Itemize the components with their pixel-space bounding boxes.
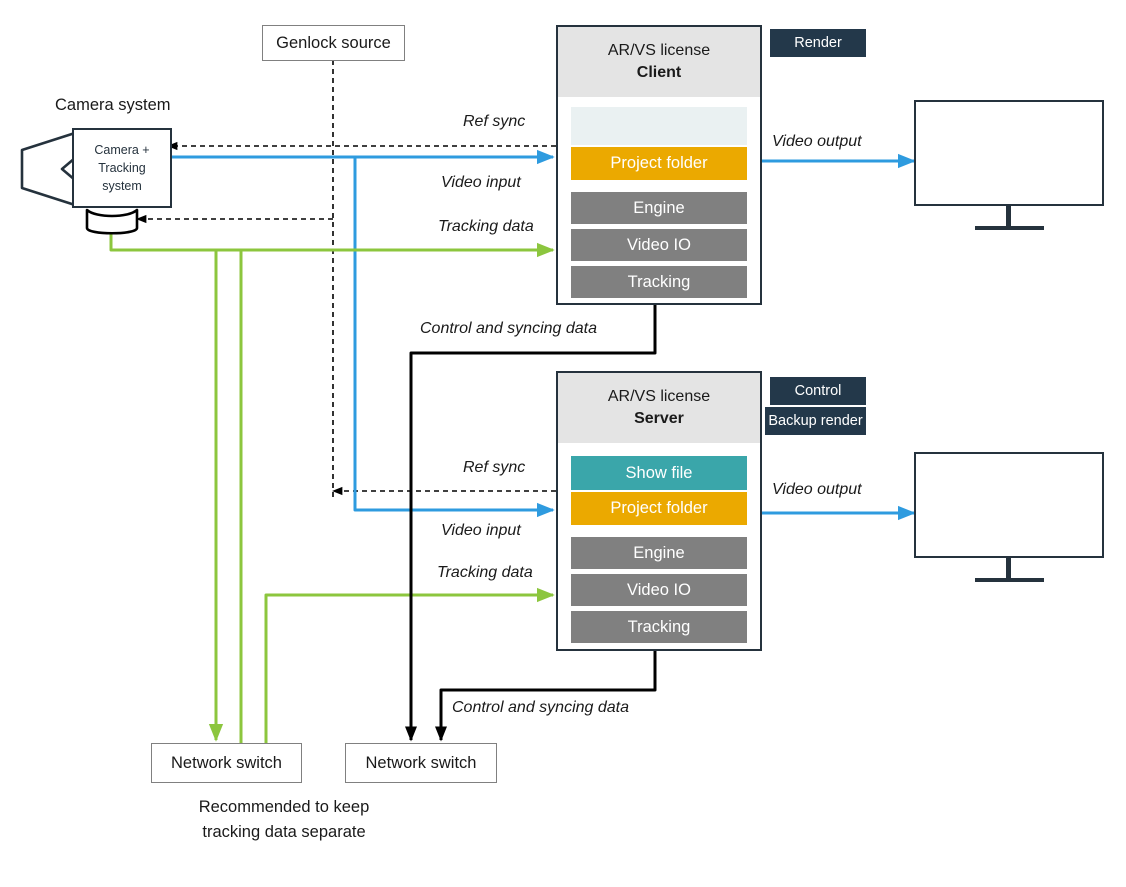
label-ref-sync-client: Ref sync [463, 113, 526, 130]
client-bar-tracking: Tracking [571, 266, 747, 298]
server-monitor-screen [914, 452, 1104, 558]
network-switch-control: Network switch [345, 743, 497, 783]
camera-tracking-system-box: Camera + Tracking system [72, 128, 172, 208]
video-blue-wires [172, 149, 916, 521]
client-license-label: AR/VS license [607, 42, 711, 60]
server-bar-engine: Engine [571, 537, 747, 569]
client-bar-video-io: Video IO [571, 229, 747, 261]
label-control-sync-client: Control and syncing data [420, 320, 597, 337]
client-bar-project-folder: Project folder [571, 147, 747, 180]
network-switch-tracking-label: Network switch [171, 753, 282, 772]
camera-lens-icon [20, 131, 77, 207]
server-role-label: Server [634, 410, 684, 427]
client-stack-box: AR/VS license Client Project folder Engi… [556, 25, 762, 305]
tracking-separation-note: Recommended to keep tracking data separa… [152, 795, 416, 845]
server-bar-project-folder: Project folder [571, 492, 747, 525]
label-video-input-server: Video input [441, 522, 521, 539]
client-role-label: Client [636, 64, 682, 81]
camera-line-2: Tracking [98, 160, 146, 175]
label-video-output-server: Video output [772, 481, 862, 498]
camera-system-label: Camera system [55, 96, 171, 114]
server-monitor-neck [1006, 558, 1011, 580]
server-bar-tracking: Tracking [571, 611, 747, 643]
client-monitor-neck [1006, 206, 1011, 228]
label-ref-sync-server: Ref sync [463, 459, 526, 476]
genlock-ref-sync-wires [135, 60, 556, 498]
server-stack-box: AR/VS license Server Show file Project f… [556, 371, 762, 651]
network-switch-control-label: Network switch [365, 753, 477, 772]
client-header: AR/VS license Client [558, 27, 760, 97]
server-badge-backup-render: Backup render [765, 407, 866, 435]
tracking-head-icon [85, 208, 139, 235]
label-tracking-data-server: Tracking data [437, 564, 533, 581]
network-switch-tracking: Network switch [151, 743, 302, 783]
server-bar-show-file: Show file [571, 456, 747, 490]
camera-line-1: Camera + [94, 142, 150, 157]
server-badge-control: Control [770, 377, 866, 405]
genlock-source-box: Genlock source [262, 25, 405, 61]
client-monitor-screen [914, 100, 1104, 206]
client-badge-render: Render [770, 29, 866, 57]
genlock-source-label: Genlock source [276, 33, 391, 52]
label-video-input-client: Video input [441, 174, 521, 191]
note-line-1: Recommended to keep [198, 798, 370, 816]
server-bar-video-io: Video IO [571, 574, 747, 606]
label-tracking-data-client: Tracking data [438, 218, 534, 235]
server-license-label: AR/VS license [607, 388, 711, 406]
label-video-output-client: Video output [772, 133, 862, 150]
server-monitor-foot [975, 578, 1044, 582]
client-monitor-foot [975, 226, 1044, 230]
client-bar-empty-slot [571, 107, 747, 145]
tracking-green-wires [109, 230, 555, 745]
client-bar-engine: Engine [571, 192, 747, 224]
note-line-2: tracking data separate [202, 822, 366, 841]
control-sync-black-wires [405, 305, 657, 742]
server-header: AR/VS license Server [558, 373, 760, 443]
camera-line-3: system [102, 179, 142, 194]
label-control-sync-server: Control and syncing data [452, 699, 629, 716]
